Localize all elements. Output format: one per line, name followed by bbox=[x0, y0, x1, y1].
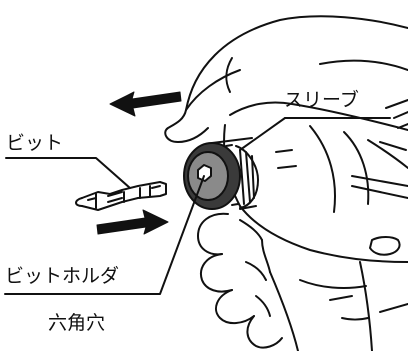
drill-body bbox=[223, 99, 408, 352]
hand bbox=[164, 15, 408, 143]
leader-lines bbox=[4, 117, 391, 295]
label-hex-hole: 六角穴 bbox=[48, 312, 106, 334]
label-bit-holder: ビットホルダ bbox=[5, 265, 120, 287]
arrow-left-icon bbox=[109, 91, 182, 117]
arrow-right-icon bbox=[96, 209, 169, 235]
label-sleeve: スリーブ bbox=[284, 89, 359, 111]
driver-bit bbox=[75, 181, 167, 211]
label-bit: ビット bbox=[6, 132, 64, 154]
hex-hole bbox=[197, 164, 212, 182]
fingers bbox=[197, 212, 283, 349]
